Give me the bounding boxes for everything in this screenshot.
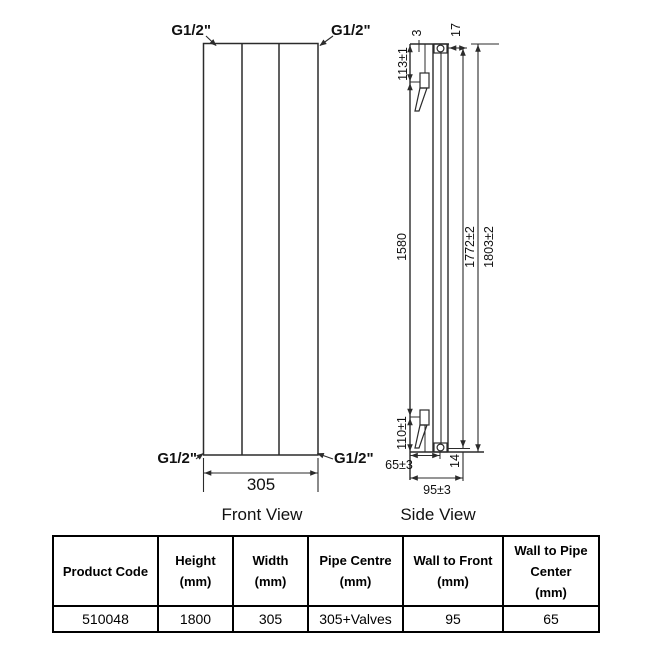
technical-drawing: G1/2" G1/2" G1/2" G1/2" 305 Front View: [157, 22, 499, 524]
top-valve-fitting: [433, 43, 448, 54]
dim-1803-label: 1803±2: [482, 226, 496, 268]
header-line: Width: [252, 553, 289, 568]
bottom-wall-bracket: [410, 409, 430, 449]
cell-pipe-centre: 305+Valves: [307, 605, 404, 633]
header-line: Height: [175, 553, 216, 568]
front-view: [195, 35, 334, 492]
dim-1772-label: 1772±2: [463, 226, 477, 268]
dim-65-label: 65±3: [385, 458, 413, 472]
header-line: (mm): [535, 584, 567, 600]
front-width-dimension-label: 305: [247, 475, 275, 494]
header-line: (mm): [254, 574, 287, 589]
header-line: Pipe Centre: [319, 553, 392, 568]
dim-1580-label: 1580: [395, 233, 409, 261]
dim-95-label: 95±3: [423, 483, 451, 497]
dim-65: [410, 452, 441, 459]
side-view: [407, 40, 499, 481]
dim-113-label: 113±1: [396, 47, 410, 81]
radiator-front-outline: [202, 42, 319, 456]
bottom-valve-fitting: [433, 442, 470, 453]
front-port-label-top-left: G1/2": [171, 22, 211, 39]
header-pipe-centre: Pipe Centre (mm): [307, 535, 404, 607]
header-product-code: Product Code: [52, 535, 159, 607]
header-wall-to-front: Wall to Front (mm): [402, 535, 504, 607]
dim-17-label: 17: [449, 23, 463, 37]
top-wall-bracket: [410, 72, 430, 112]
header-line: Center: [530, 563, 572, 579]
cell-wall-to-pipe-center: 65: [502, 605, 600, 633]
header-wall-to-pipe-center: Wall to Pipe Center (mm): [502, 535, 600, 607]
dim-95: [410, 452, 464, 481]
header-line: (mm): [437, 574, 469, 589]
front-port-label-top-right: G1/2": [331, 22, 371, 39]
cell-width: 305: [232, 605, 309, 633]
header-width: Width (mm): [232, 535, 309, 607]
dim-110-label: 110±1: [395, 416, 409, 450]
front-port-label-bottom-right: G1/2": [334, 450, 374, 467]
front-port-label-bottom-left: G1/2": [157, 450, 197, 467]
port-leaders: [195, 35, 334, 460]
dim-14-label: 14: [448, 454, 462, 468]
cell-product-code: 510048: [52, 605, 159, 633]
cell-wall-to-front: 95: [402, 605, 504, 633]
header-line: (mm): [339, 574, 372, 589]
spec-table-header-row: Product Code Height (mm) Width (mm) Pipe…: [52, 535, 600, 607]
spec-table: Product Code Height (mm) Width (mm) Pipe…: [52, 535, 600, 633]
front-view-caption: Front View: [222, 505, 304, 524]
dim-305: [202, 458, 319, 492]
header-line: Wall to Pipe: [514, 542, 588, 558]
cell-height: 1800: [157, 605, 234, 633]
dim-3-label: 3: [410, 29, 424, 36]
header-line: Wall to Front: [413, 553, 493, 568]
spec-table-data-row: 510048 1800 305 305+Valves 95 65: [52, 605, 600, 633]
header-line: (mm): [179, 574, 212, 589]
header-line: Product Code: [62, 563, 149, 579]
header-height: Height (mm): [157, 535, 234, 607]
side-view-caption: Side View: [400, 505, 476, 524]
